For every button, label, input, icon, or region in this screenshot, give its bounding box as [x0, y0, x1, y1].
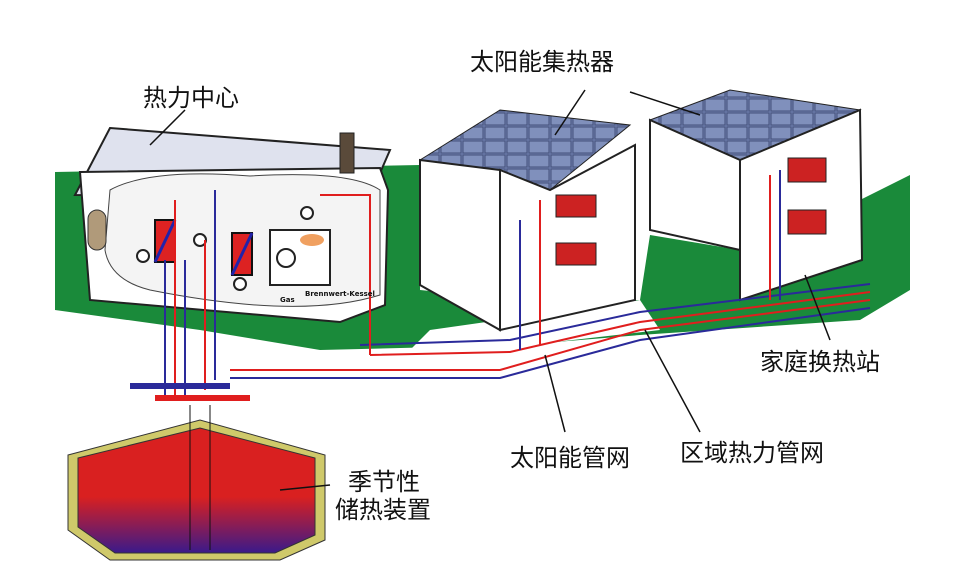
gas-label: Gas: [280, 296, 295, 304]
district-pipes: [164, 170, 871, 395]
manifold-red: [155, 395, 250, 401]
district-network-label: 区域热力管网: [680, 439, 824, 467]
solar-collector-label: 太阳能集热器: [470, 48, 614, 76]
storage-label-line2: 储热装置: [335, 496, 431, 524]
storage-label-line1: 季节性: [348, 468, 420, 496]
solar-network-label: 太阳能管网: [510, 444, 630, 472]
boiler-label: Brennwert-Kessel: [305, 290, 375, 298]
manifold-blue: [130, 383, 230, 389]
seasonal-storage-tank: [67, 405, 326, 561]
heat-center-label: 热力中心: [143, 84, 239, 112]
house-left: [418, 109, 636, 332]
home-substation-label: 家庭换热站: [760, 348, 880, 376]
heat-center-building: [73, 126, 392, 324]
leader-lines: [149, 89, 831, 491]
